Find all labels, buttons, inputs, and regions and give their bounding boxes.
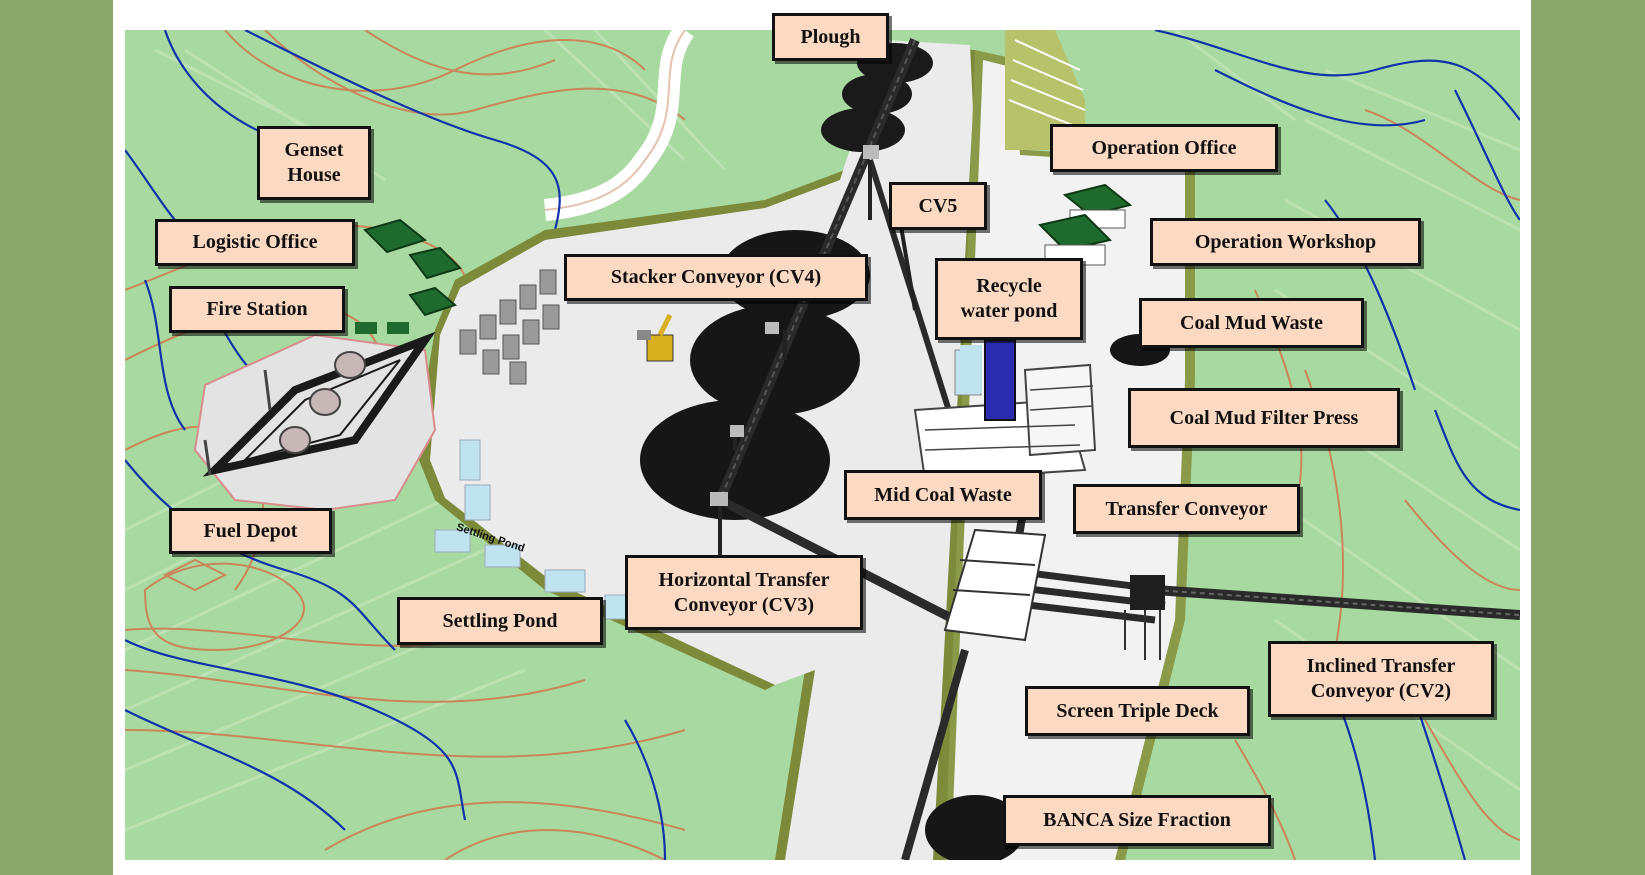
access-road-edge: [544, 30, 686, 211]
label-inclined-transfer-conveyor: Inclined Transfer Conveyor (CV2): [1268, 641, 1494, 717]
label-cv5: CV5: [889, 182, 987, 230]
label-fire-station: Fire Station: [169, 286, 345, 333]
terrace-steps: [1005, 30, 1085, 150]
label-coal-mud-filter-press: Coal Mud Filter Press: [1128, 388, 1400, 448]
label-logistic-office: Logistic Office: [155, 219, 355, 266]
label-fuel-depot: Fuel Depot: [169, 508, 332, 554]
screen-triple-deck-structure: [943, 528, 1165, 660]
recycle-ponds: [960, 345, 982, 393]
label-recycle-water-pond: Recycle water pond: [935, 258, 1083, 340]
label-screen-triple-deck: Screen Triple Deck: [1025, 686, 1250, 736]
inclined-conveyor-truss: [1154, 589, 1520, 616]
label-banca-size-fraction: BANCA Size Fraction: [1003, 795, 1271, 846]
label-stacker-conveyor: Stacker Conveyor (CV4): [564, 254, 868, 301]
parked-equipment: [459, 269, 560, 385]
label-transfer-conveyor: Transfer Conveyor: [1073, 484, 1300, 534]
label-operation-workshop: Operation Workshop: [1150, 218, 1421, 266]
fuel-depot-structure: [202, 331, 436, 477]
label-mid-coal-waste: Mid Coal Waste: [844, 470, 1042, 520]
label-horizontal-transfer-conveyor: Horizontal Transfer Conveyor (CV3): [625, 555, 863, 630]
label-genset-house: Genset House: [257, 126, 371, 200]
logistic-buildings: [355, 218, 462, 334]
label-settling-pond: Settling Pond: [397, 597, 603, 645]
excavator: [637, 313, 674, 362]
screen-outlet-conveyor: [901, 648, 969, 860]
stacker-conveyor-truss: [719, 39, 916, 501]
label-plough: Plough: [772, 13, 889, 61]
label-operation-office: Operation Office: [1050, 124, 1278, 172]
conveyor-nodes: [710, 145, 879, 506]
label-coal-mud-waste: Coal Mud Waste: [1139, 298, 1364, 348]
